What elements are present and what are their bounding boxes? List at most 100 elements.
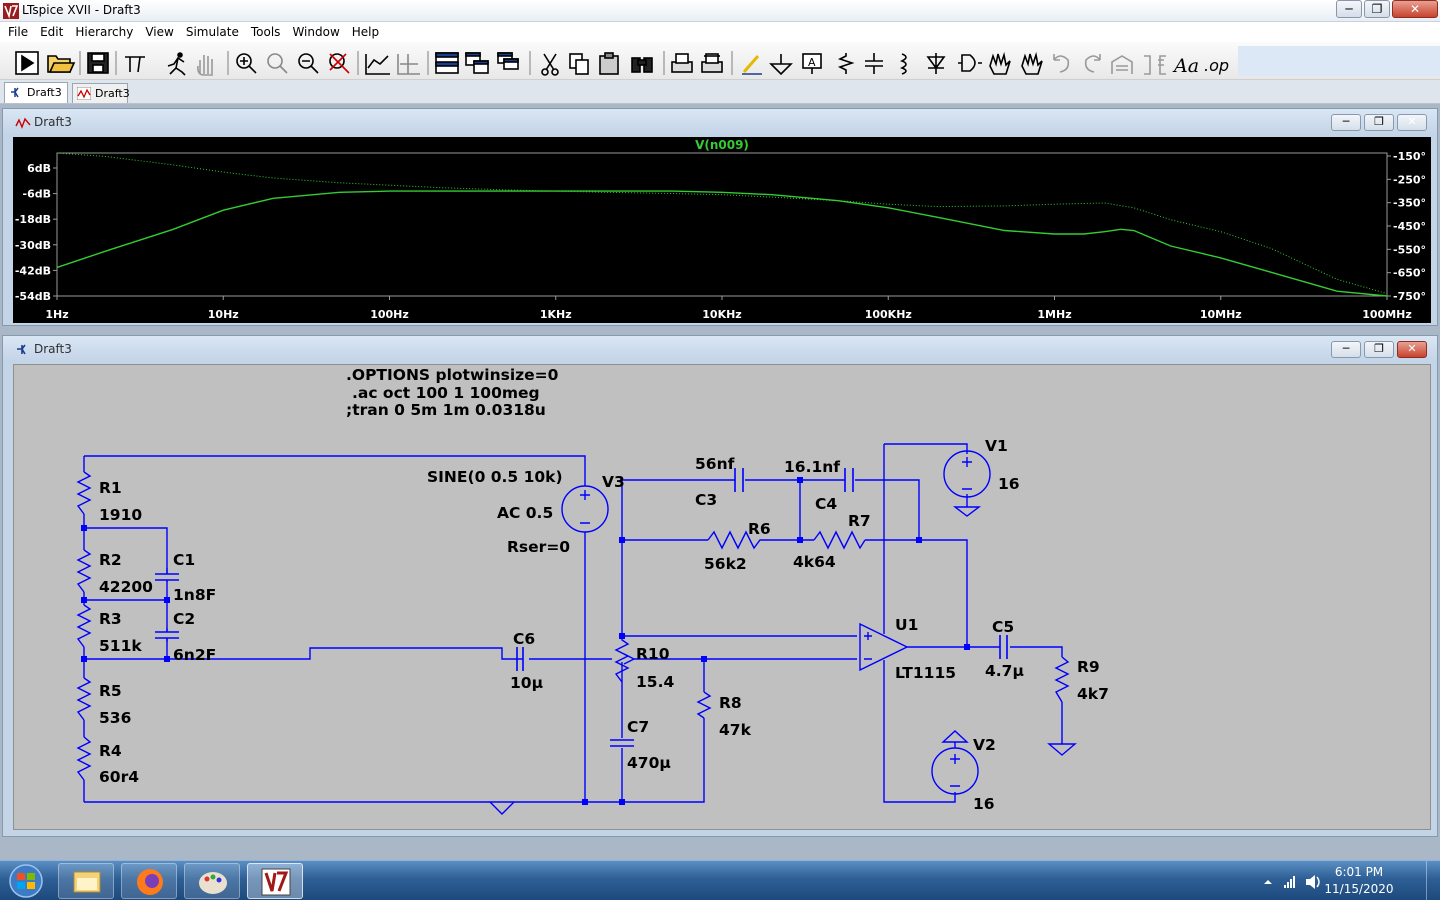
find-icon[interactable] — [631, 57, 653, 73]
ref-c5: C5 — [992, 618, 1014, 636]
run-icon[interactable] — [15, 51, 39, 75]
capacitor-icon[interactable] — [865, 53, 883, 74]
taskbar-firefox[interactable] — [121, 863, 177, 899]
cut-icon[interactable] — [541, 53, 559, 76]
zoom-out-icon[interactable] — [298, 53, 319, 74]
spice-directive-button[interactable]: .op — [1204, 56, 1229, 75]
pan-icon[interactable] — [197, 55, 213, 76]
taskbar-ltspice[interactable] — [247, 863, 303, 899]
print-setup-icon[interactable] — [701, 53, 723, 73]
schematic-canvas[interactable]: .OPTIONS plotwinsize=0 .ac oct 100 1 100… — [13, 364, 1431, 830]
clock-date[interactable]: 11/15/2020 — [1324, 882, 1394, 896]
waveform-close-button[interactable]: ✕ — [1397, 114, 1427, 131]
speaker-icon[interactable] — [1306, 875, 1320, 889]
diode-icon[interactable] — [926, 53, 946, 74]
tab-waveform[interactable]: Draft3 — [72, 83, 130, 103]
menu-help[interactable]: Help — [351, 25, 380, 39]
open-icon[interactable] — [47, 55, 76, 73]
value-c2: 6n2F — [173, 646, 216, 664]
minimize-button[interactable]: ─ — [1336, 0, 1362, 18]
waveform-window-title: Draft3 — [34, 115, 72, 129]
y-right-tick-label: -650° — [1393, 267, 1426, 280]
taskbar-paint[interactable] — [184, 863, 240, 899]
value-r10: 15.4 — [636, 673, 674, 691]
waveform-minimize-button[interactable]: ─ — [1331, 114, 1361, 131]
y-left-tick-label: -54dB — [15, 290, 51, 303]
taskbar-explorer[interactable] — [58, 863, 114, 899]
ref-r5: R5 — [99, 682, 122, 700]
minimize-icon: ─ — [1345, 2, 1353, 16]
clock-time[interactable]: 6:01 PM — [1334, 865, 1384, 879]
restore-button[interactable]: ❐ — [1364, 0, 1390, 18]
resistor-r5 — [76, 677, 92, 721]
menu-tools[interactable]: Tools — [250, 25, 281, 39]
ref-r8: R8 — [719, 694, 742, 712]
ground-icon[interactable] — [769, 54, 793, 76]
undo-icon[interactable] — [1053, 54, 1070, 73]
document-tab-bar: Draft3 Draft3 — [0, 80, 1440, 104]
resistor-r9 — [1054, 656, 1070, 703]
close-button[interactable]: ✕ — [1392, 0, 1438, 18]
save-icon[interactable] — [87, 52, 109, 74]
tab-schematic-label: Draft3 — [27, 86, 62, 99]
wiper-arrow — [623, 653, 635, 665]
ref-c6: C6 — [513, 630, 535, 648]
cursor-icon[interactable] — [397, 54, 420, 75]
move-icon[interactable] — [989, 51, 1011, 75]
menu-view[interactable]: View — [145, 25, 174, 39]
magnitude-trace — [56, 190, 1388, 297]
autorange-icon[interactable] — [365, 54, 390, 75]
source-v3 — [561, 485, 609, 533]
draw-wire-icon[interactable] — [742, 55, 762, 75]
label-net-icon[interactable]: A — [802, 53, 822, 74]
rotate-icon[interactable] — [1111, 55, 1133, 74]
close-icon: ✕ — [1409, 2, 1421, 16]
svg-text:A: A — [808, 56, 816, 69]
start-button[interactable] — [4, 863, 48, 899]
ground-symbols — [489, 743, 1077, 815]
inductor-icon[interactable] — [900, 53, 907, 75]
paste-icon[interactable] — [599, 52, 619, 75]
menu-simulate[interactable]: Simulate — [185, 25, 239, 39]
y-right-tick-label: -350° — [1393, 197, 1426, 210]
zoom-full-icon[interactable] — [267, 53, 288, 74]
schematic-tab-icon — [11, 87, 19, 98]
network-icon[interactable] — [1284, 876, 1295, 888]
menu-file[interactable]: File — [8, 25, 29, 39]
zoom-in-icon[interactable] — [236, 53, 257, 74]
zoom-cancel-icon[interactable] — [329, 53, 350, 74]
schematic-minimize-button[interactable]: ─ — [1331, 341, 1361, 358]
value-c1: 1n8F — [173, 586, 216, 604]
tile-horizontal-icon[interactable] — [435, 52, 459, 74]
schematic-window-titlebar[interactable]: Draft3 ─ ❐ ✕ — [3, 336, 1437, 362]
redo-icon[interactable] — [1084, 54, 1101, 73]
text-tool-icon[interactable]: Aa — [1172, 55, 1199, 77]
print-icon[interactable] — [671, 53, 693, 73]
halt-icon[interactable] — [167, 52, 186, 76]
mirror-icon[interactable] — [1144, 55, 1166, 75]
tab-schematic[interactable]: Draft3 — [4, 82, 68, 103]
resistor-r6 — [707, 530, 765, 550]
control-panel-icon[interactable] — [125, 56, 145, 73]
schematic-restore-button[interactable]: ❐ — [1364, 341, 1394, 358]
copy-icon[interactable] — [569, 53, 589, 75]
menu-edit[interactable]: Edit — [40, 25, 64, 39]
cascade-icon[interactable] — [497, 52, 519, 70]
resistor-icon[interactable] — [837, 53, 855, 74]
waveform-restore-button[interactable]: ❐ — [1364, 114, 1394, 131]
show-desktop-button[interactable] — [1426, 861, 1440, 901]
tile-vertical-icon[interactable] — [465, 52, 489, 74]
waveform-window-titlebar[interactable]: Draft3 ─ ❐ ✕ — [3, 109, 1437, 135]
schematic-window-title: Draft3 — [34, 342, 72, 356]
drag-icon[interactable] — [1021, 51, 1043, 75]
schematic-close-button[interactable]: ✕ — [1397, 341, 1427, 358]
menu-hierarchy[interactable]: Hierarchy — [75, 25, 134, 39]
explorer-icon — [73, 871, 101, 893]
component-icon[interactable] — [958, 54, 982, 72]
x-tick-label: 10MHz — [1200, 308, 1242, 321]
taskbar: 6:01 PM 11/15/2020 — [0, 860, 1440, 901]
menu-window[interactable]: Window — [292, 25, 340, 39]
tray-expand-icon[interactable] — [1264, 880, 1272, 884]
